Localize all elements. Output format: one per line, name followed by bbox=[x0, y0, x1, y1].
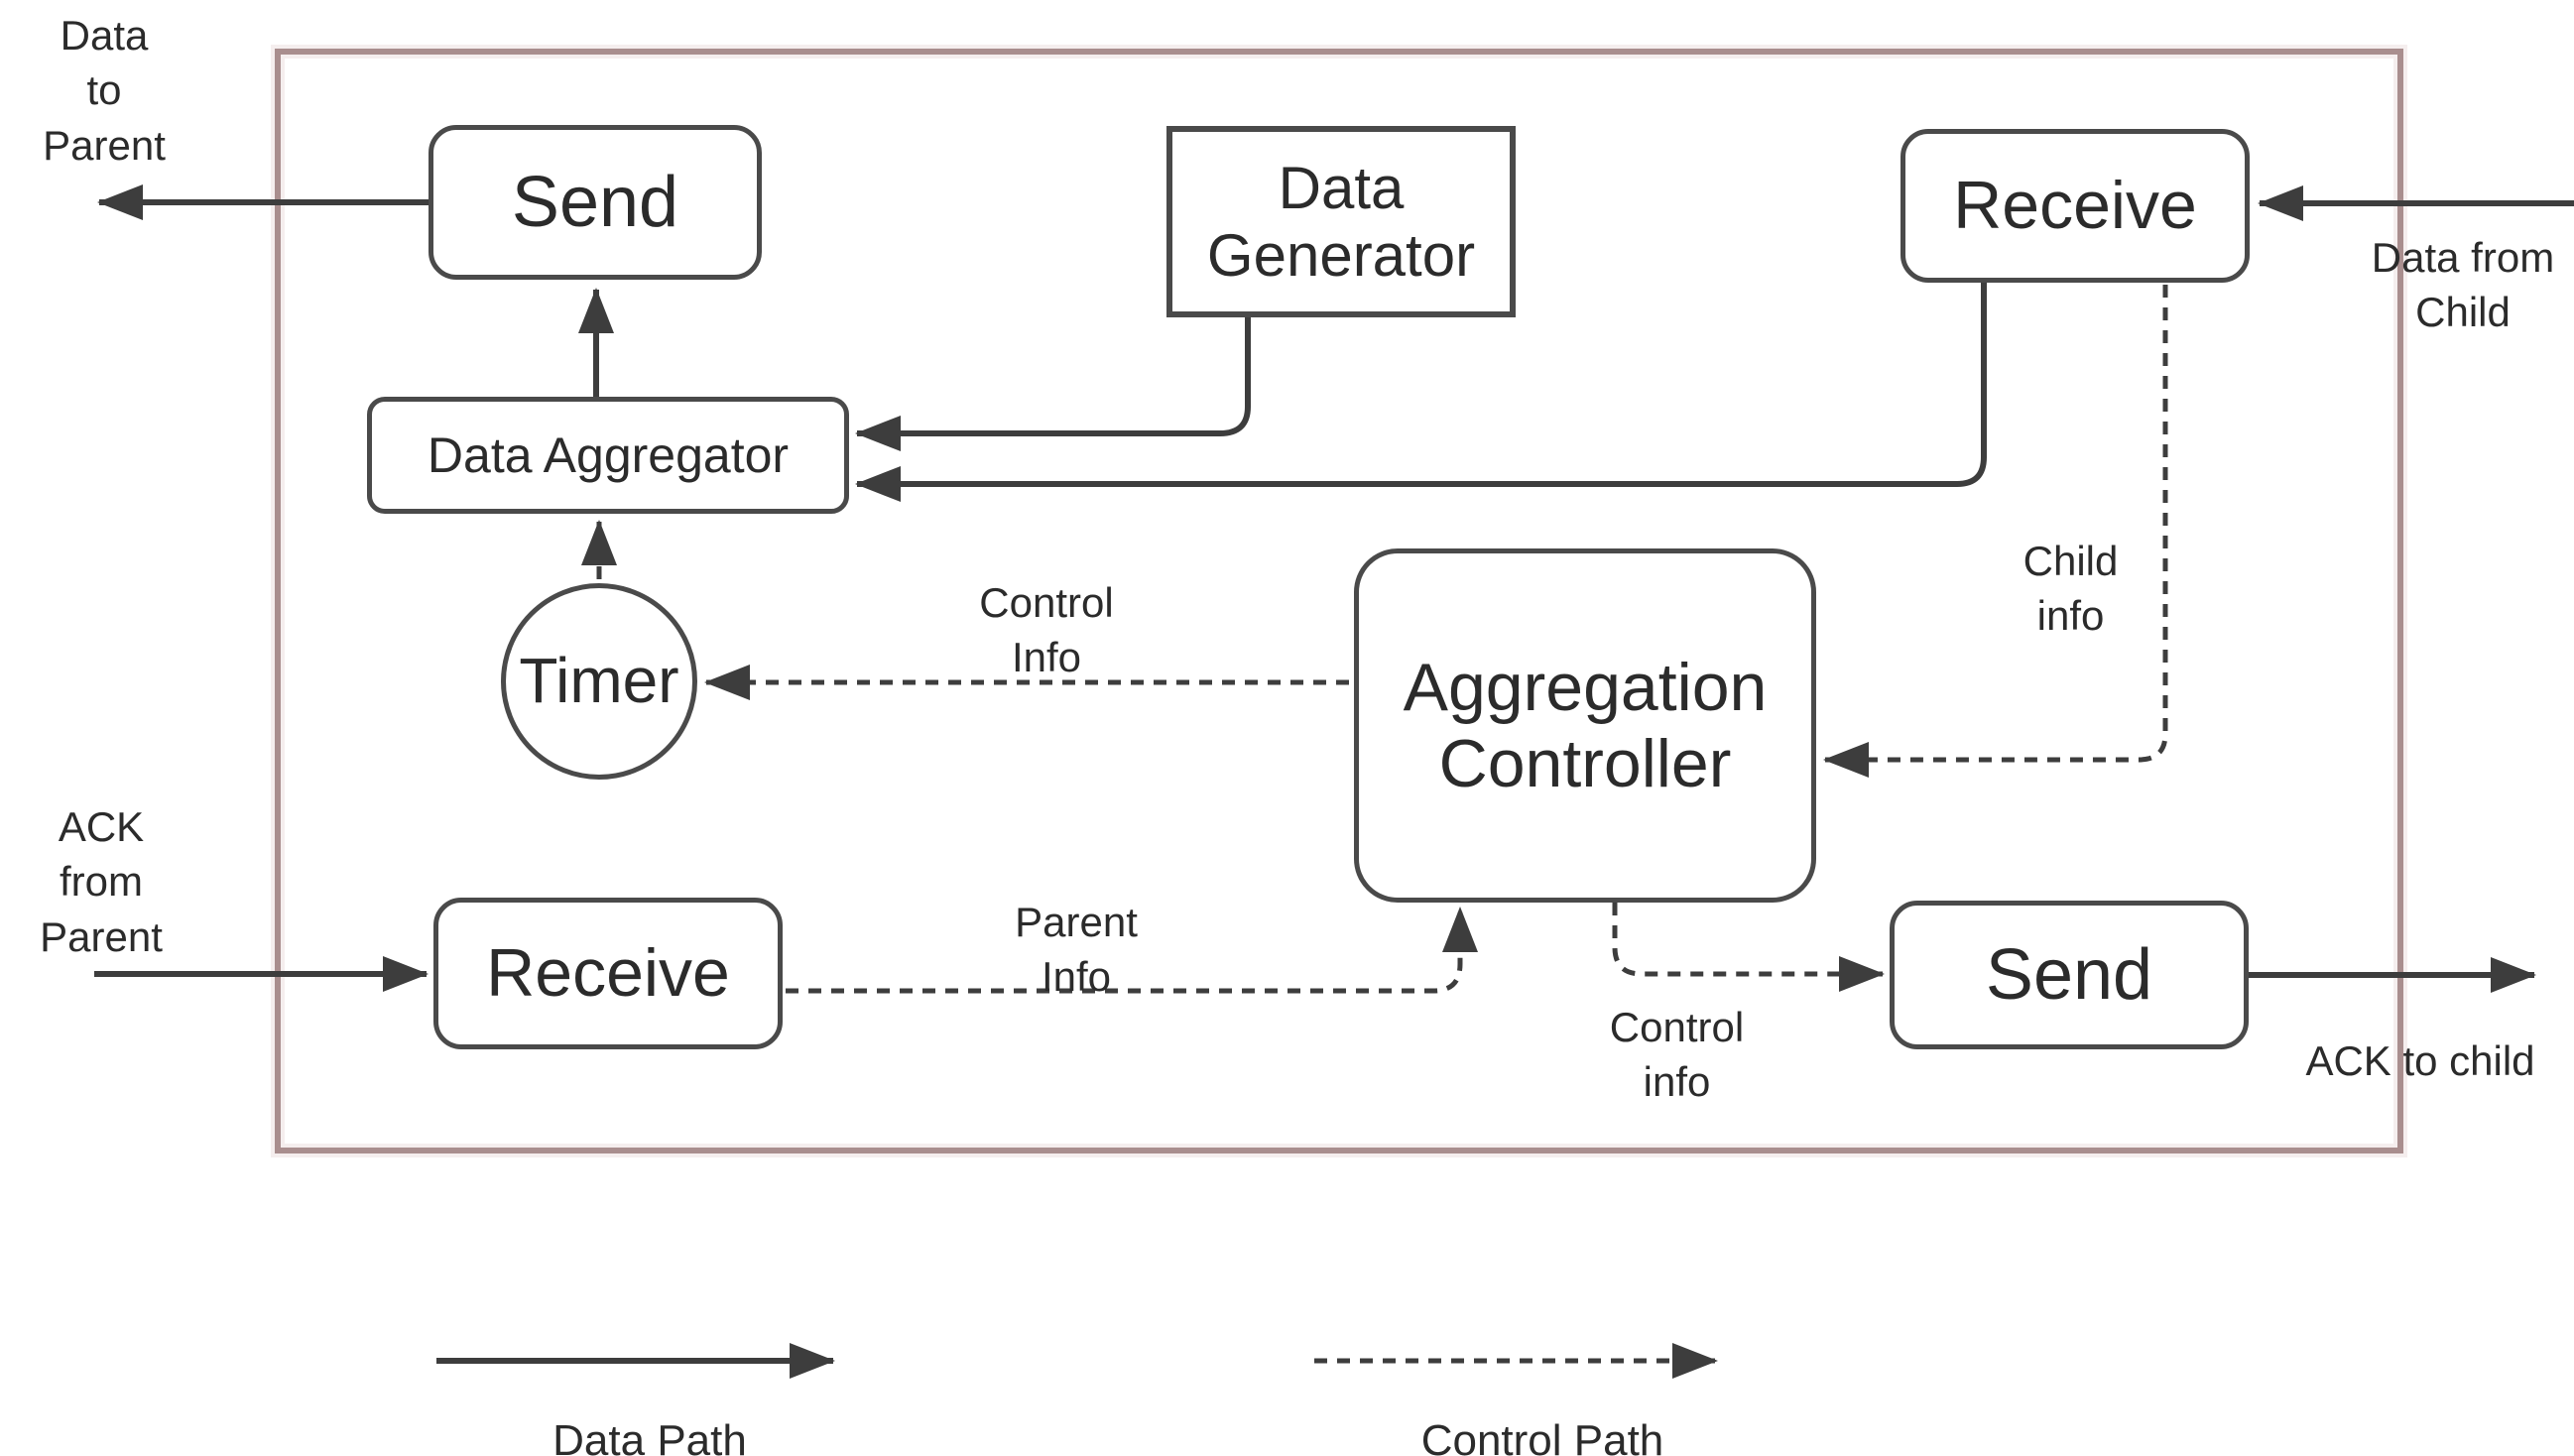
label-ack-to-child: ACK to child bbox=[2305, 1037, 2535, 1084]
edge-receive-bottom-to-controller bbox=[786, 907, 1478, 994]
edge-receive-top-to-controller bbox=[1823, 285, 2168, 778]
label-parent-info: Parent Info bbox=[1015, 899, 1138, 1001]
node-data-generator: Data Generator bbox=[1166, 126, 1516, 317]
label-child-info: Child info bbox=[2022, 538, 2119, 640]
node-send-top: Send bbox=[429, 125, 762, 280]
edge-receive-top-to-aggregator bbox=[855, 283, 1987, 502]
node-aggregation-controller: Aggregation Controller bbox=[1354, 548, 1816, 903]
legend-control-path-label: Control Path bbox=[1420, 1416, 1664, 1456]
node-send-bottom: Send bbox=[1890, 901, 2249, 1049]
label-control-info-send: Control info bbox=[1609, 1004, 1745, 1106]
label-control-info-timer: Control Info bbox=[979, 579, 1114, 681]
node-boundary-box bbox=[275, 49, 2403, 1153]
node-data-aggregator: Data Aggregator bbox=[367, 397, 849, 514]
label-ack-from-parent: ACK from Parent bbox=[40, 803, 163, 960]
node-receive-bottom: Receive bbox=[433, 898, 783, 1049]
label-data-from-child: Data from Child bbox=[2371, 234, 2555, 336]
edge-generator-to-aggregator bbox=[855, 317, 1251, 451]
node-receive-top: Receive bbox=[1900, 129, 2250, 283]
label-data-to-parent: Data to Parent bbox=[43, 12, 166, 169]
edge-controller-to-send-bottom bbox=[1612, 903, 1885, 992]
legend-data-path-label: Data Path bbox=[552, 1416, 747, 1456]
node-timer: Timer bbox=[501, 583, 697, 780]
